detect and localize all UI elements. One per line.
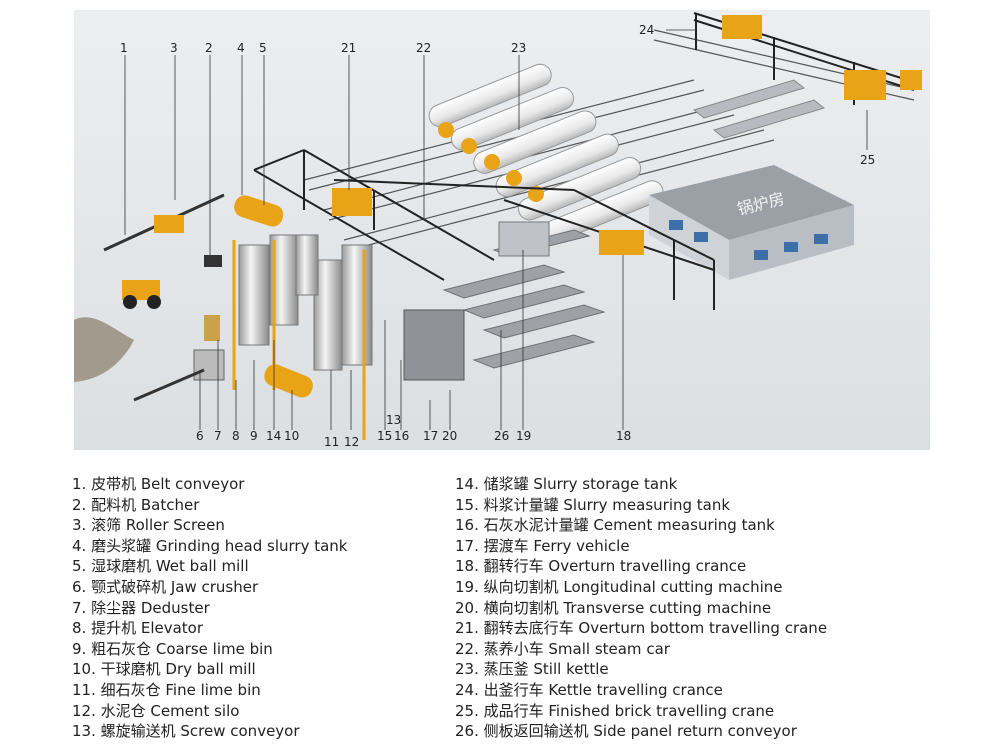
callout-22: 22 <box>416 41 431 55</box>
legend-left-column: 1. 皮带机 Belt conveyor 2. 配料机 Batcher 3. 滚… <box>72 474 348 742</box>
callout-24: 24 <box>639 23 654 37</box>
callout-10: 10 <box>284 429 299 443</box>
legend-item: 21. 翻转去底行车 Overturn bottom travelling cr… <box>455 619 828 638</box>
jaw-crusher <box>193 349 225 381</box>
legend-item: 3. 滚筛 Roller Screen <box>72 516 225 535</box>
overturn-bottom-crane <box>332 188 372 216</box>
legend-item: 26. 侧板返回输送机 Side panel return conveyor <box>455 722 797 741</box>
callout-16: 16 <box>394 429 409 443</box>
wheel-loader <box>122 280 161 309</box>
callout-6: 6 <box>196 429 204 443</box>
callout-7: 7 <box>214 429 222 443</box>
cutting-machine <box>498 221 550 257</box>
callout-15: 15 <box>377 429 392 443</box>
legend-right-column: 14. 储浆罐 Slurry storage tank 15. 料浆计量罐 Sl… <box>455 474 827 742</box>
belt-conveyor <box>103 193 225 267</box>
legend-item: 17. 摆渡车 Ferry vehicle <box>455 536 630 555</box>
callout-26: 26 <box>494 429 509 443</box>
legend-item: 14. 储浆罐 Slurry storage tank <box>455 475 678 493</box>
legend-item: 8. 提升机 Elevator <box>72 619 204 638</box>
callout-lines <box>124 29 868 430</box>
callout-8: 8 <box>232 429 240 443</box>
legend-item: 4. 磨头浆罐 Grinding head slurry tank <box>72 536 348 555</box>
legend-item: 9. 粗石灰仓 Coarse lime bin <box>72 639 273 658</box>
plant-diagram: 锅炉房 <box>74 10 930 450</box>
legend-item: 11. 细石灰仓 Fine lime bin <box>72 680 261 699</box>
finished-brick-crane <box>844 70 886 100</box>
legend-item: 6. 颚式破碎机 Jaw crusher <box>72 577 259 596</box>
callout-17: 17 <box>423 429 438 443</box>
kettle-crane <box>722 15 762 39</box>
legend-item: 20. 横向切割机 Transverse cutting machine <box>455 598 772 617</box>
wet-ball-mill <box>234 195 284 227</box>
boiler-room: 锅炉房 <box>649 165 854 280</box>
legend-item: 10. 干球磨机 Dry ball mill <box>72 660 256 679</box>
legend-item: 24. 出釜行车 Kettle travelling crance <box>455 680 723 699</box>
callout-11: 11 <box>324 435 339 449</box>
callout-2: 2 <box>205 41 213 55</box>
legend-item: 5. 湿球磨机 Wet ball mill <box>72 557 249 576</box>
overturn-crane <box>599 230 644 255</box>
callout-12: 12 <box>344 435 359 449</box>
ferry-vehicle <box>403 309 465 381</box>
legend-item: 7. 除尘器 Deduster <box>72 598 210 617</box>
callout-25: 25 <box>860 153 875 167</box>
legend-item: 16. 石灰水泥计量罐 Cement measuring tank <box>455 516 775 535</box>
callout-4: 4 <box>237 41 245 55</box>
callout-9: 9 <box>250 429 258 443</box>
legend-item: 18. 翻转行车 Overturn travelling crance <box>455 557 747 576</box>
legend-item: 12. 水泥仓 Cement silo <box>72 701 240 720</box>
callout-1: 1 <box>120 41 128 55</box>
callout-18: 18 <box>616 429 631 443</box>
crusher-conveyor <box>133 368 205 402</box>
legend-item: 22. 蒸养小车 Small steam car <box>455 639 670 658</box>
plant-illustration: 锅炉房 <box>74 10 930 450</box>
legend-item: 25. 成品行车 Finished brick travelling crane <box>455 701 775 720</box>
dry-ball-mill <box>264 364 313 398</box>
rubble-pile <box>74 317 134 382</box>
legend-item: 23. 蒸压釜 Still kettle <box>455 660 609 679</box>
callout-3: 3 <box>170 41 178 55</box>
callout-14: 14 <box>266 429 281 443</box>
still-kettles <box>428 63 664 244</box>
callout-13: 13 <box>386 413 401 427</box>
callout-23: 23 <box>511 41 526 55</box>
legend-item: 19. 纵向切割机 Longitudinal cutting machine <box>455 577 783 596</box>
legend-item: 1. 皮带机 Belt conveyor <box>72 475 245 493</box>
forklift <box>900 70 922 90</box>
callout-19: 19 <box>516 429 531 443</box>
callout-numbers: 1 3 2 4 5 21 22 23 24 25 6 7 8 9 14 10 1… <box>120 23 875 449</box>
legend-item: 13. 螺旋输送机 Screw conveyor <box>72 722 300 741</box>
deduster <box>204 315 220 341</box>
callout-20: 20 <box>442 429 457 443</box>
callout-21: 21 <box>341 41 356 55</box>
legend-item: 15. 料浆计量罐 Slurry measuring tank <box>455 495 731 514</box>
legend-item: 2. 配料机 Batcher <box>72 495 200 514</box>
return-conveyor <box>692 79 826 139</box>
callout-5: 5 <box>259 41 267 55</box>
